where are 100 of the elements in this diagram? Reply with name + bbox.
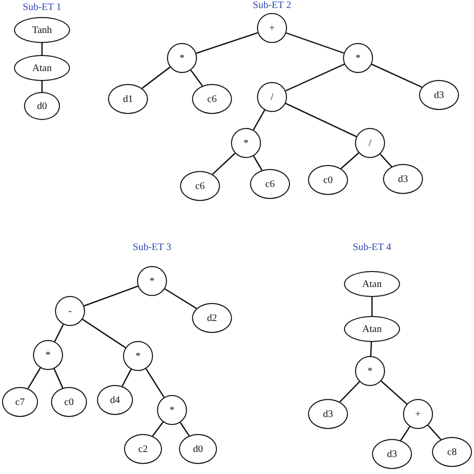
operand-ellipse — [308, 165, 348, 195]
tree-edge — [285, 64, 345, 92]
subtree-title: Sub-ET 3 — [132, 242, 172, 253]
tree-edge — [41, 43, 43, 55]
operator-circle — [167, 43, 197, 73]
operator-circle — [231, 128, 261, 158]
node-label: / — [270, 92, 274, 102]
operator-circle — [355, 356, 385, 386]
operand-ellipse — [180, 171, 220, 201]
tree-edge — [428, 424, 442, 440]
node-label: d0 — [193, 444, 203, 454]
tree-edge — [380, 154, 392, 168]
subtree-title: Sub-ET 4 — [352, 242, 392, 253]
node-label: d3 — [398, 174, 408, 184]
tree-edge — [27, 368, 41, 389]
node-label: d3 — [387, 448, 397, 460]
operand-ellipse — [51, 387, 87, 417]
node-label: + — [269, 22, 275, 34]
operand-ellipse — [432, 437, 472, 467]
node-label: * — [170, 404, 174, 416]
operator-circle — [157, 395, 187, 425]
operator-circle — [137, 266, 167, 296]
operand-ellipse — [2, 387, 38, 417]
operator-circle — [55, 296, 85, 326]
tree-edge — [212, 152, 236, 175]
operator-circle — [355, 128, 385, 158]
tree-edge — [142, 66, 170, 89]
operand-ellipse — [192, 303, 232, 333]
operand-ellipse — [419, 80, 459, 110]
operand-ellipse — [124, 434, 162, 464]
operand-ellipse — [179, 434, 217, 464]
node-label: Atan — [32, 62, 52, 74]
node-label: * — [244, 138, 248, 148]
node-label: c0 — [64, 396, 74, 408]
node-label: * — [46, 350, 50, 360]
tree-edge — [84, 286, 138, 306]
node-label: * — [356, 52, 360, 64]
tree-edge — [152, 422, 164, 436]
operator-circle — [123, 341, 153, 371]
tree-edge — [340, 152, 360, 170]
tree-edge — [122, 369, 132, 387]
operand-ellipse — [250, 169, 290, 199]
node-label: d3 — [323, 408, 333, 420]
tree-edge — [190, 70, 203, 86]
tree-edge — [285, 102, 357, 138]
node-label: c6 — [265, 178, 275, 190]
node-label: - — [68, 306, 72, 316]
operator-circle — [403, 399, 433, 429]
subtree-title: Sub-ET 1 — [22, 2, 62, 13]
node-label: * — [136, 350, 140, 362]
tree-edge — [145, 368, 165, 398]
operator-circle — [33, 340, 63, 370]
operator-circle — [257, 13, 287, 43]
node-label: d4 — [110, 394, 120, 406]
operand-ellipse — [24, 92, 60, 120]
operand-ellipse — [383, 164, 423, 194]
node-label: / — [368, 138, 372, 148]
operator-circle — [257, 82, 287, 112]
node-label: d1 — [123, 94, 133, 104]
tree-edge — [371, 297, 373, 316]
tree-edge — [252, 110, 266, 130]
tree-edge — [82, 318, 126, 348]
operand-ellipse — [14, 55, 70, 81]
node-label: c0 — [323, 174, 333, 186]
node-label: * — [150, 276, 154, 286]
node-label: d3 — [434, 90, 444, 100]
node-label: Tanh — [32, 24, 52, 36]
node-label: c8 — [447, 446, 457, 458]
operand-ellipse — [108, 84, 148, 114]
node-label: * — [368, 366, 372, 376]
tree-edge — [380, 380, 408, 404]
node-label: c7 — [15, 396, 25, 408]
operand-ellipse — [97, 385, 133, 415]
tree-edge — [400, 426, 410, 441]
node-label: Atan — [362, 324, 382, 334]
node-label: c2 — [138, 444, 148, 454]
tree-edge — [371, 64, 422, 88]
tree-edge — [370, 342, 372, 356]
node-label: Atan — [362, 278, 382, 290]
operand-ellipse — [308, 399, 348, 429]
node-label: d0 — [37, 100, 47, 112]
node-label: * — [180, 52, 184, 64]
tree-edge — [339, 381, 360, 402]
tree-edge — [180, 422, 190, 436]
tree-edge — [286, 32, 344, 54]
operand-ellipse — [192, 84, 232, 114]
operand-ellipse — [372, 439, 412, 469]
node-label: d2 — [207, 312, 217, 324]
tree-edge — [164, 288, 197, 310]
node-label: c6 — [207, 94, 217, 104]
node-label: c6 — [195, 180, 205, 192]
tree-edge — [196, 32, 258, 54]
operand-ellipse — [344, 271, 400, 297]
tree-edge — [54, 324, 64, 342]
operand-ellipse — [344, 316, 400, 342]
operand-ellipse — [14, 17, 70, 43]
subtree-title: Sub-ET 2 — [252, 0, 292, 11]
tree-edge — [253, 156, 263, 171]
operator-circle — [343, 43, 373, 73]
tree-edge — [54, 368, 64, 388]
